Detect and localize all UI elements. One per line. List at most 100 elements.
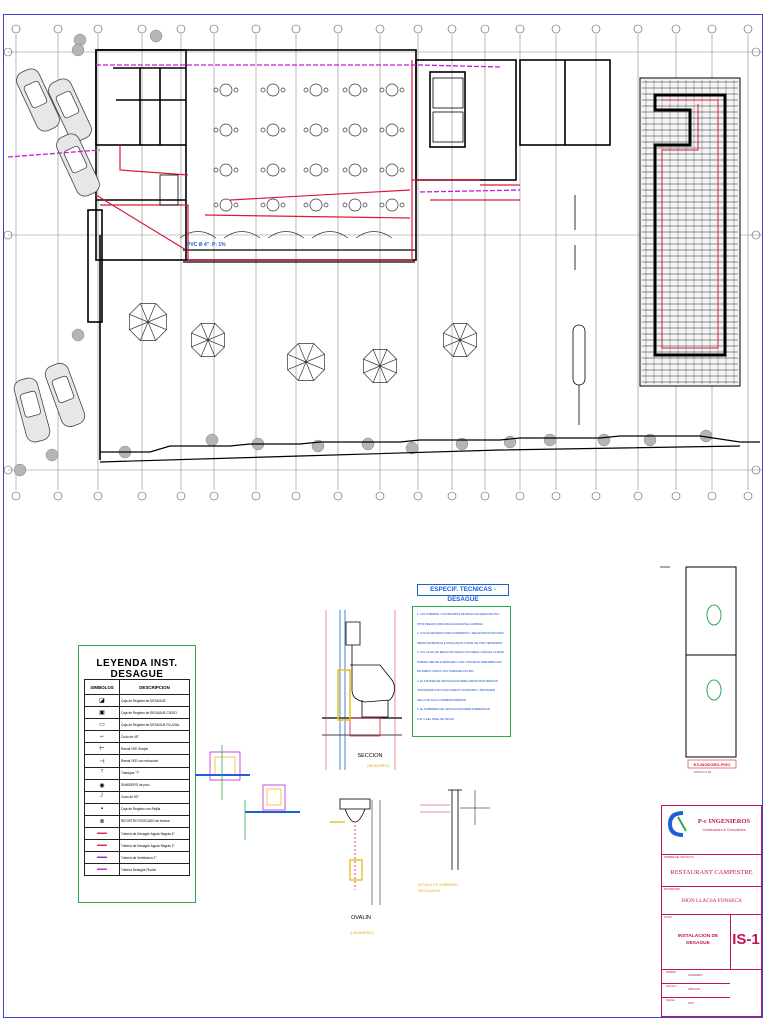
legend-row: ⊣Ramal YEE con reducción [84,754,190,768]
legend-row: ┘Codo de 90° [84,790,190,804]
legend-row: ⊗REGISTRO ROSCADO de bronce [84,814,190,829]
legend-row: ◉SUMIDERO de piso [84,778,190,792]
vent-pipes [7,64,521,193]
legend-row: ▭Caja de Registro de DESAGUE PLUVIAL [84,718,190,732]
spec-line: 4. EL SISTEMA DE VENTILACION DEBE GARANT… [417,679,498,683]
legend-description: Caja de Registro con Rejilla [119,802,190,816]
legend-description: Codo de 90° [119,790,190,804]
dining-table [342,123,368,137]
legend-description: SUMIDERO de piso [119,778,190,792]
grid-bubble-top [53,24,63,34]
dining-table [260,83,286,97]
grid-bubble-top [11,24,21,34]
spec-line: PUEDEN SER DE ALBAÑILERIA O DE CONCRETO … [417,660,502,664]
umbrella [191,323,225,357]
walls [87,49,611,460]
sheet-title-line-2: DESAGUE [686,941,710,946]
dining-table [379,83,405,97]
grid-bubble-bottom [413,491,423,501]
legend-row: ⊢Ramal YEE Simple [84,742,190,756]
grid-bubble-bottom [447,491,457,501]
design-caption: DISEÑO [666,971,676,974]
dining-table [260,123,286,137]
tree [503,435,517,449]
grid-bubble-bottom [743,491,753,501]
scale-value: INDICADA [688,988,701,991]
grid-bubble-bottom [176,491,186,501]
specs-title: ESPECIF. TECNICAS - DESAGUE [417,584,509,603]
legend-symbol: ᵀ [84,766,120,780]
pipe-label-diameter: PVC Ø 4" [187,242,210,248]
legend-row: ━━Tubería de Desagüe Aguas Negras 4" [84,827,190,841]
grid-bubble-bottom [375,491,385,501]
legend-row: ▪Caja de Registro con Rejilla [84,802,190,816]
owner-caption: PROPIETARIO [664,888,681,891]
terrace [183,249,415,263]
grid-bubble-top [291,24,301,34]
legend-symbol: ━━ [84,851,120,865]
legend-row: ⌐Codo de 45° [84,730,190,744]
sheet-code: IS-1 [732,931,760,948]
tree [455,437,469,451]
legend-row: ▣Caja de Registro de DESAGUE CIEGO [84,706,190,720]
tree [149,29,163,43]
tree [71,328,85,342]
grid-bubble-top [333,24,343,34]
grid-bubble-bottom [333,491,343,501]
dining-table [303,163,329,177]
legend-symbol: ◉ [84,778,120,792]
grid-bubble-bottom [137,491,147,501]
legend-description: Tubería de Desagüe Aguas Negras 2" [119,839,190,853]
company-subtitle: Constructora & Consultores [702,828,746,832]
grid-bubble-top [137,24,147,34]
grid-bubble-top [447,24,457,34]
legend-title: LEYENDA INST. DESAGUE [96,658,178,680]
grid-bubble-bottom [251,491,261,501]
legend-symbol: ⌐ [84,730,120,744]
grid-bubble-top [515,24,525,34]
legend-row: ━━Tubería de Ventilacion 2" [84,851,190,865]
legend-symbol: ━━ [84,827,120,841]
project-name: RESTAURANT CAMPESTRE [670,869,753,876]
legend-description: Ramal YEE con reducción [119,754,190,768]
sheet-caption: PLANO [664,916,673,919]
legend-symbol: ┘ [84,790,120,804]
sheet-title-line-1: INSTALACION DE [677,934,719,939]
dining-table [342,83,368,97]
grid-bubble-top [176,24,186,34]
legend-row: ━━Tubería Desagüe Pluvial [84,863,190,877]
spec-line: ATMOSFERICA EN CADA APARATO SANITARIO Y … [417,689,495,692]
grid-bubble-top [251,24,261,34]
grid-bubble-right [751,230,761,240]
company-name: P-c INGENIEROS [697,818,751,825]
legend-description: Caja de Registro de DESAGUE CIEGO [119,706,190,720]
grid-bubble-bottom [551,491,561,501]
design-value: INGENIERO [688,974,703,977]
legend-description: Tramique "T" [119,766,190,780]
grid-bubbles-bottom [11,491,753,501]
fence [99,435,760,463]
grid-bubbles-top [11,24,753,34]
spec-line: (TIPO PESADO) PARA DESAGUE ESPIGA CAMPAN… [417,622,484,626]
legend-description: Codo de 45° [119,730,190,744]
legend-description: Tubería de Ventilacion 2" [119,851,190,865]
scale-caption: ESCALA [666,985,677,988]
date-caption: FECHA [666,999,675,1002]
grid-bubble-left [3,465,13,475]
umbrella [443,323,477,357]
spec-line: 5. EL SOMBRERO DE VENTILACION DEBE SOBRE… [417,708,490,711]
door-swing [179,231,217,239]
grid-bubble-top [743,24,753,34]
car [44,362,86,428]
door-swing [223,231,261,239]
sheet-code-box: IS-1 [730,914,761,969]
legend-col-description: DESCRIPCION [119,679,190,695]
legend-description: REGISTRO ROSCADO de bronce [119,814,190,829]
grid-bubble-bottom [480,491,490,501]
tree [405,441,419,455]
legend-symbol: ▭ [84,718,120,732]
sheet-border [3,14,763,1018]
dining-table [379,123,405,137]
door-swing [311,231,349,239]
